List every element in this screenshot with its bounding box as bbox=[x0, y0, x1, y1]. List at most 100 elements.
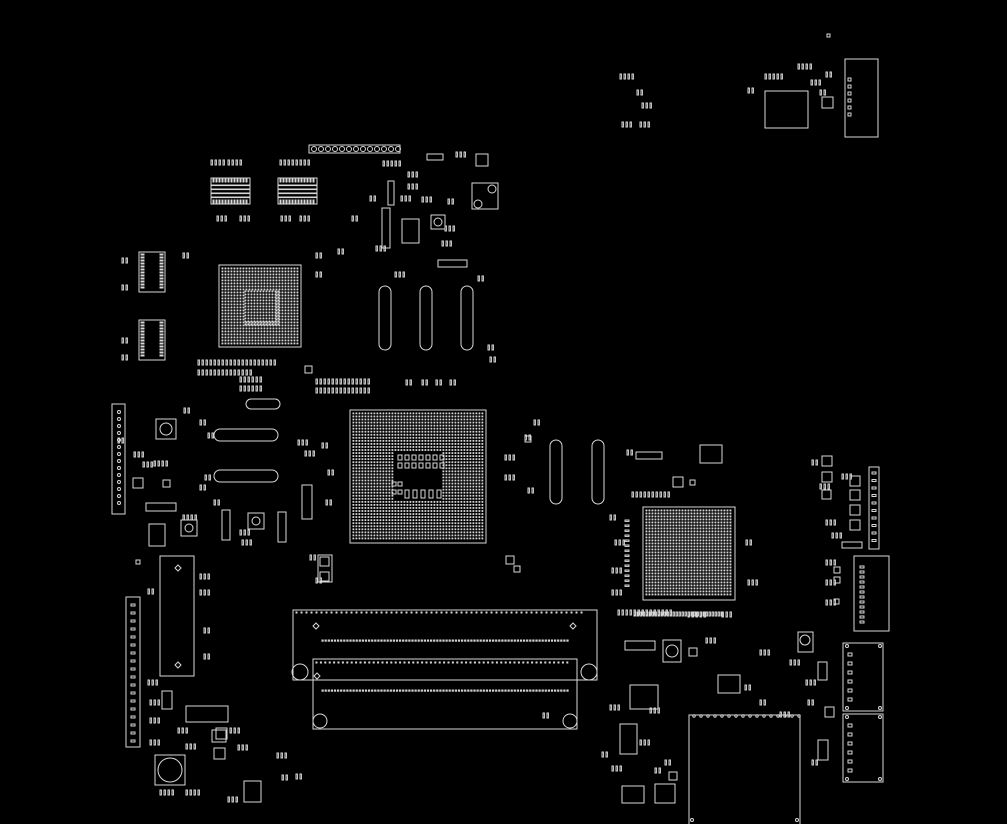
sodimm-edge-dot bbox=[324, 661, 327, 664]
smd-pad bbox=[537, 419, 540, 426]
sodimm-contact bbox=[495, 639, 498, 642]
smd-pad bbox=[615, 589, 618, 596]
sodimm-edge-dot bbox=[372, 661, 375, 664]
cpu-socket bbox=[349, 409, 487, 544]
smd-pad bbox=[193, 743, 196, 750]
smd-pad bbox=[339, 387, 342, 394]
smd-pad bbox=[631, 73, 634, 80]
smd-pad bbox=[825, 579, 828, 586]
sodimm-edge-dot bbox=[500, 611, 503, 614]
sodimm-contact bbox=[550, 639, 554, 642]
smd-pad bbox=[813, 679, 816, 686]
smd-pad bbox=[823, 483, 826, 490]
smd-pad bbox=[269, 359, 272, 366]
sb-perimeter-pad bbox=[684, 611, 687, 617]
sodimm-edge-dot bbox=[482, 661, 485, 664]
smd-pad bbox=[639, 739, 642, 746]
connector-pin bbox=[859, 565, 865, 569]
connector-pin bbox=[847, 741, 853, 746]
smd-pad bbox=[239, 376, 242, 383]
connector-mount bbox=[878, 706, 882, 710]
smd-pad bbox=[351, 387, 354, 394]
shield-dot bbox=[797, 714, 801, 718]
sb-perimeter-pad bbox=[636, 611, 639, 617]
smd-pad bbox=[435, 379, 438, 386]
connector-pin bbox=[859, 580, 865, 584]
smd-pad bbox=[810, 79, 813, 86]
sodimm-contact bbox=[371, 689, 374, 692]
connector-pin bbox=[859, 620, 865, 624]
smd-pad bbox=[477, 275, 480, 282]
sodimm-contact bbox=[442, 639, 445, 642]
sodimm-edge-dot bbox=[295, 611, 298, 614]
smd-pad bbox=[243, 529, 246, 536]
smd-pad bbox=[201, 369, 204, 376]
smd-pad bbox=[601, 751, 604, 758]
sodimm-contact bbox=[510, 639, 513, 642]
sodimm-contact bbox=[529, 639, 532, 642]
smd-pad bbox=[137, 451, 140, 458]
smd-pad bbox=[655, 491, 658, 498]
sodimm-contact bbox=[563, 639, 566, 642]
smd-pad bbox=[400, 195, 403, 202]
connector-pin bbox=[859, 585, 865, 589]
smd-pad bbox=[625, 609, 628, 616]
smd-pad bbox=[197, 789, 200, 796]
sodimm-edge-dot bbox=[375, 611, 378, 614]
smd-pad bbox=[142, 461, 145, 468]
smd-pad bbox=[329, 499, 332, 506]
sodimm-edge-dot bbox=[510, 611, 513, 614]
smd-pad bbox=[159, 789, 162, 796]
smd-pad bbox=[639, 491, 642, 498]
connector-pin bbox=[130, 675, 136, 679]
smd-pad bbox=[197, 369, 200, 376]
sodimm-edge-dot bbox=[330, 611, 333, 614]
smd-pad bbox=[213, 369, 216, 376]
header-pin bbox=[318, 146, 324, 152]
sodimm-edge-dot bbox=[561, 661, 564, 664]
smd-pad bbox=[658, 767, 661, 774]
smd-pad bbox=[299, 773, 302, 780]
sb-perimeter-pad bbox=[624, 539, 630, 542]
sodimm-contact bbox=[327, 639, 330, 642]
smd-pad bbox=[147, 588, 150, 595]
sodimm-edge-dot bbox=[515, 611, 518, 614]
smd-pad bbox=[121, 284, 124, 291]
sodimm-contact bbox=[355, 689, 358, 692]
connector-pin bbox=[859, 600, 865, 604]
sodimm-edge-dot bbox=[447, 661, 450, 664]
connector-pin bbox=[847, 112, 852, 117]
smd-pad bbox=[259, 376, 262, 383]
smd-pad bbox=[451, 198, 454, 205]
smd-pad bbox=[668, 759, 671, 766]
smd-pad bbox=[247, 215, 250, 222]
smd-pad bbox=[186, 252, 189, 259]
smd-pad bbox=[245, 744, 248, 751]
sodimm-contact bbox=[371, 639, 374, 642]
connector-pin bbox=[847, 105, 852, 110]
smd-pad bbox=[755, 579, 758, 586]
header-pin bbox=[353, 146, 359, 152]
sodimm-edge-dot bbox=[480, 611, 483, 614]
smd-pad bbox=[407, 183, 410, 190]
smd-pad bbox=[319, 378, 322, 385]
smd-pad bbox=[643, 739, 646, 746]
sodimm-edge-dot bbox=[460, 661, 463, 664]
sodimm-edge-dot bbox=[310, 611, 313, 614]
sodimm-contact bbox=[470, 639, 473, 642]
sodimm-edge-dot bbox=[350, 611, 353, 614]
smd-pad bbox=[805, 679, 808, 686]
smd-pad bbox=[640, 89, 643, 96]
smd-pad bbox=[527, 487, 530, 494]
sodimm-contact bbox=[414, 639, 417, 642]
sodimm-contact bbox=[513, 639, 516, 642]
smd-pad bbox=[181, 727, 184, 734]
smd-pad bbox=[415, 171, 418, 178]
smd-pad bbox=[204, 474, 207, 481]
sodimm-contact bbox=[355, 639, 358, 642]
smd-pad bbox=[444, 225, 447, 232]
smd-pad bbox=[229, 727, 232, 734]
sodimm-contact bbox=[557, 689, 560, 692]
southbridge-bga bbox=[642, 506, 736, 601]
sodimm-contact bbox=[470, 689, 473, 692]
